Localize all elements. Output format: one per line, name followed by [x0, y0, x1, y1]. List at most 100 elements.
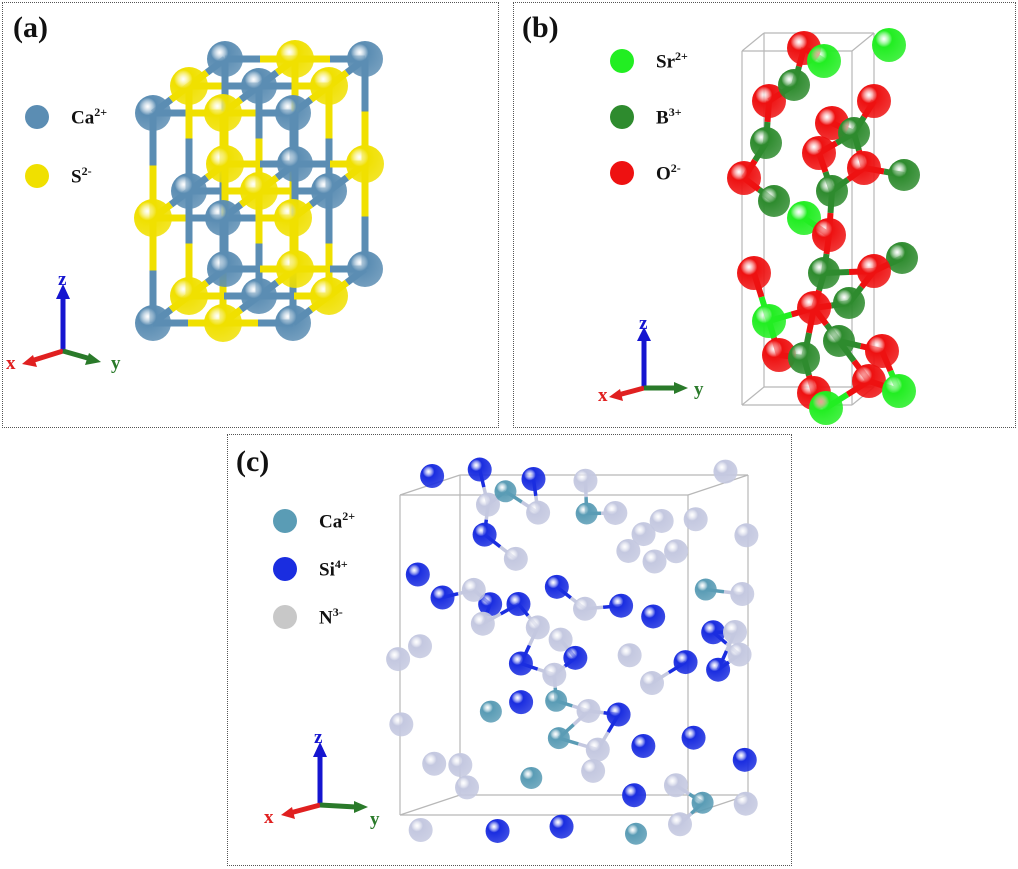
s-atom: [206, 145, 244, 183]
y-axis-label: y: [370, 809, 380, 830]
si-atom: [641, 604, 666, 629]
panel-b: (b) Sr2+ B3+ O2- z x y: [513, 2, 1016, 428]
n-atom: [461, 577, 486, 602]
legend-label: Ca2+: [71, 105, 108, 129]
legend-item-si: Si4+: [273, 557, 348, 582]
n-atom: [386, 647, 411, 672]
ca-atom: [479, 700, 502, 723]
n-atom: [668, 812, 693, 837]
n-atom: [525, 615, 550, 640]
n-atom: [573, 596, 598, 621]
ca-atom: [275, 305, 311, 341]
n-atom: [389, 712, 414, 737]
ca-atom: [277, 146, 313, 182]
b-atom: [816, 175, 848, 207]
unit-cell-edge: [741, 386, 765, 406]
o-atom: [737, 256, 771, 290]
si-atom: [681, 725, 706, 750]
o-atom: [752, 84, 786, 118]
panel-a-label: (a): [13, 11, 48, 44]
b-atom: [788, 342, 820, 374]
n-atom: [576, 698, 601, 723]
n-atom: [640, 671, 665, 696]
legend-label: S2-: [71, 164, 92, 188]
si-ion-marker: [273, 557, 297, 582]
sr-atom: [882, 374, 916, 408]
ca-atom: [575, 502, 598, 525]
si-atom: [706, 657, 731, 682]
ca-atom: [545, 689, 568, 712]
si-atom: [701, 620, 726, 645]
s-atom: [310, 277, 348, 315]
panel-b-label: (b): [522, 11, 559, 44]
s-atom: [204, 304, 242, 342]
b-atom: [750, 127, 782, 159]
ca-ion-marker: [25, 105, 49, 130]
b-atom: [778, 69, 810, 101]
si-atom: [622, 783, 647, 808]
n-atom: [631, 522, 656, 547]
legend-label: Sr2+: [656, 49, 688, 73]
n-atom: [649, 508, 674, 533]
z-axis-label: z: [314, 727, 323, 748]
z-axis-label: z: [58, 269, 67, 290]
n-ion-marker: [273, 605, 297, 630]
n-atom: [542, 662, 567, 687]
s-atom: [274, 199, 312, 237]
n-atom: [663, 773, 688, 798]
ca-ion-marker: [273, 509, 297, 534]
n-atom: [730, 581, 755, 606]
axis-triad-c: z x y: [264, 727, 380, 830]
n-atom: [548, 627, 573, 652]
legend-item-ca: Ca2+: [273, 509, 355, 534]
s-atom: [170, 277, 208, 315]
ca-atom: [207, 251, 243, 287]
legend-label: O2-: [656, 161, 681, 185]
o-atom: [797, 291, 831, 325]
si-atom: [472, 522, 497, 547]
s-atom: [134, 199, 172, 237]
si-atom: [405, 562, 430, 587]
ca-atom: [347, 251, 383, 287]
casin2-crystal-structure: [386, 457, 759, 845]
si-atom: [521, 467, 546, 492]
b-atom: [833, 287, 865, 319]
b-atom: [886, 242, 918, 274]
si-atom: [563, 645, 588, 670]
panel-c-label: (c): [236, 445, 270, 478]
s-atom: [276, 40, 314, 78]
s-atom: [346, 145, 384, 183]
si-atom: [673, 650, 698, 675]
n-atom: [642, 549, 667, 574]
n-atom: [616, 538, 641, 563]
legend-label: Si4+: [319, 557, 348, 581]
ca-atom: [494, 480, 517, 503]
b-atom: [888, 159, 920, 191]
legend-item-o: O2-: [610, 161, 681, 186]
o-atom: [857, 254, 891, 288]
ca-atom: [625, 822, 648, 845]
ca-atom: [171, 173, 207, 209]
sr-atom: [807, 44, 841, 78]
n-atom: [723, 620, 748, 645]
sr-atom: [872, 28, 906, 62]
x-axis-label: x: [598, 385, 608, 406]
o-atom: [812, 218, 846, 252]
ca-atom: [694, 578, 717, 601]
si-atom: [420, 463, 445, 488]
s-atom: [276, 250, 314, 288]
b-ion-marker: [610, 105, 634, 130]
n-atom: [526, 500, 551, 525]
si-atom: [485, 818, 510, 843]
o-atom: [865, 334, 899, 368]
si-atom: [549, 814, 574, 839]
b-atom: [808, 257, 840, 289]
ca-atom: [520, 766, 543, 789]
b-atom: [758, 185, 790, 217]
n-atom: [727, 642, 752, 667]
legend-label: N3-: [319, 605, 343, 629]
n-atom: [470, 611, 495, 636]
b-atom: [823, 325, 855, 357]
ca-atom: [207, 41, 243, 77]
ca-atom: [547, 727, 570, 750]
